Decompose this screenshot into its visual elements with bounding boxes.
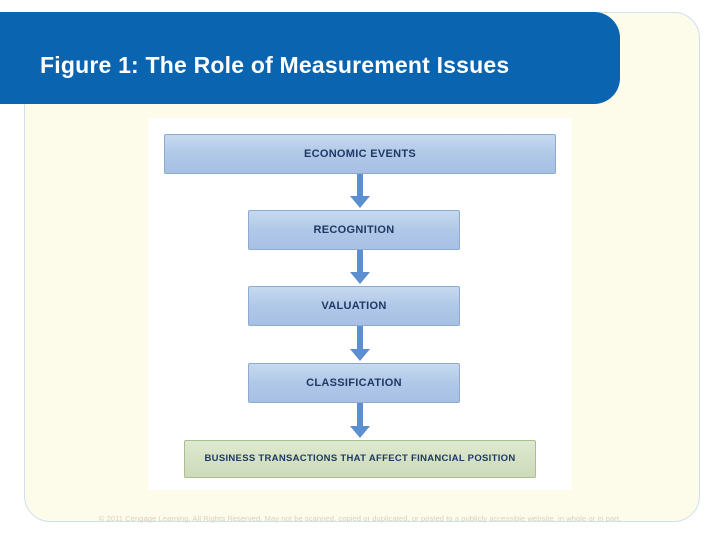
- flow-box-label: CLASSIFICATION: [306, 376, 402, 389]
- flow-box-label: BUSINESS TRANSACTIONS THAT AFFECT FINANC…: [204, 452, 516, 464]
- flow-box-label: VALUATION: [321, 299, 387, 312]
- footer-copyright: © 2011 Cengage Learning. All Rights Rese…: [98, 514, 622, 523]
- flow-box-label: ECONOMIC EVENTS: [303, 147, 417, 160]
- title-banner: Figure 1: The Role of Measurement Issues: [0, 12, 620, 104]
- arrow-down-icon: [348, 326, 372, 363]
- flow-box-valuation: VALUATION: [248, 286, 460, 326]
- flow-box-business-transactions: BUSINESS TRANSACTIONS THAT AFFECT FINANC…: [184, 440, 536, 478]
- arrow-down-icon: [348, 403, 372, 440]
- arrow-down-icon: [348, 250, 372, 286]
- flow-box-recognition: RECOGNITION: [248, 210, 460, 250]
- flow-box-label: RECOGNITION: [313, 223, 395, 236]
- arrow-down-icon: [348, 174, 372, 210]
- diagram-flowchart: ECONOMIC EVENTS RECOGNITION VALUATION: [148, 118, 572, 490]
- flow-box-classification: CLASSIFICATION: [248, 363, 460, 403]
- flow-box-economic-events: ECONOMIC EVENTS: [164, 134, 556, 174]
- page-title: Figure 1: The Role of Measurement Issues: [40, 52, 510, 78]
